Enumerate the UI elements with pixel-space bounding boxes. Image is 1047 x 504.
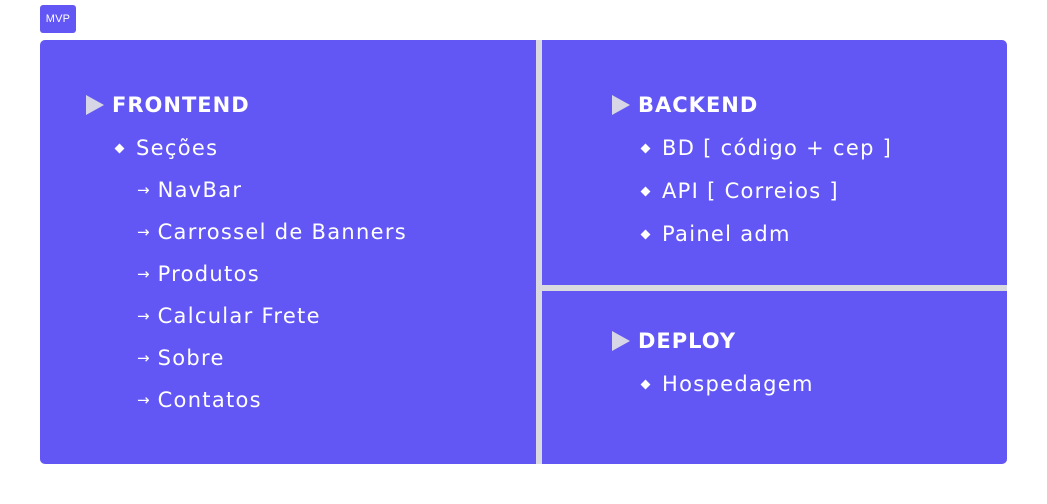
frontend-subitem: → Carrossel de Banners: [137, 220, 407, 244]
frontend-panel: FRONTEND Seções → NavBar → Carrossel de …: [40, 40, 536, 464]
frontend-subitem: → Calcular Frete: [137, 304, 321, 328]
frontend-subitem-label: Calcular Frete: [157, 304, 321, 328]
deploy-item: Hospedagem: [640, 372, 814, 396]
deploy-panel: DEPLOY Hospedagem: [542, 291, 1007, 464]
frontend-subitem-label: NavBar: [157, 178, 243, 202]
frontend-title: FRONTEND: [112, 93, 250, 117]
frontend-subitem-label: Produtos: [157, 262, 260, 286]
frontend-heading: FRONTEND: [86, 93, 250, 117]
frontend-subitem: → Produtos: [137, 262, 260, 286]
backend-item-label: BD [ código + cep ]: [662, 136, 893, 160]
backend-item-label: Painel adm: [662, 222, 791, 246]
backend-title: BACKEND: [638, 93, 759, 117]
arrow-right-icon: →: [137, 349, 150, 367]
frontend-subitem-label: Carrossel de Banners: [157, 220, 408, 244]
triangle-right-icon: [612, 95, 630, 115]
mvp-tag: MVP: [40, 5, 76, 33]
arrow-right-icon: →: [137, 265, 150, 283]
arrow-right-icon: →: [137, 223, 150, 241]
backend-item: API [ Correios ]: [640, 179, 839, 203]
deploy-title: DEPLOY: [638, 329, 737, 353]
frontend-sections-item: Seções: [114, 136, 218, 160]
triangle-right-icon: [86, 95, 104, 115]
backend-heading: BACKEND: [612, 93, 758, 117]
frontend-subitem: → Sobre: [137, 346, 225, 370]
arrow-right-icon: →: [137, 391, 150, 409]
frontend-subitem-label: Sobre: [157, 346, 225, 370]
triangle-right-icon: [612, 331, 630, 351]
arrow-right-icon: →: [137, 307, 150, 325]
frontend-subitem: → Contatos: [137, 388, 262, 412]
diamond-bullet-icon: [640, 143, 651, 153]
backend-item: BD [ código + cep ]: [640, 136, 892, 160]
mvp-board: FRONTEND Seções → NavBar → Carrossel de …: [40, 40, 1007, 464]
arrow-right-icon: →: [137, 181, 150, 199]
diamond-bullet-icon: [640, 186, 651, 196]
backend-item-label: API [ Correios ]: [662, 179, 839, 203]
frontend-subitem-label: Contatos: [157, 388, 262, 412]
deploy-heading: DEPLOY: [612, 329, 736, 353]
diamond-bullet-icon: [114, 143, 125, 153]
backend-item: Painel adm: [640, 222, 791, 246]
frontend-sections-label: Seções: [136, 136, 219, 160]
deploy-item-label: Hospedagem: [662, 372, 814, 396]
backend-panel: BACKEND BD [ código + cep ] API [ Correi…: [542, 40, 1007, 285]
diamond-bullet-icon: [640, 229, 651, 239]
frontend-subitem: → NavBar: [137, 178, 242, 202]
diamond-bullet-icon: [640, 379, 651, 389]
